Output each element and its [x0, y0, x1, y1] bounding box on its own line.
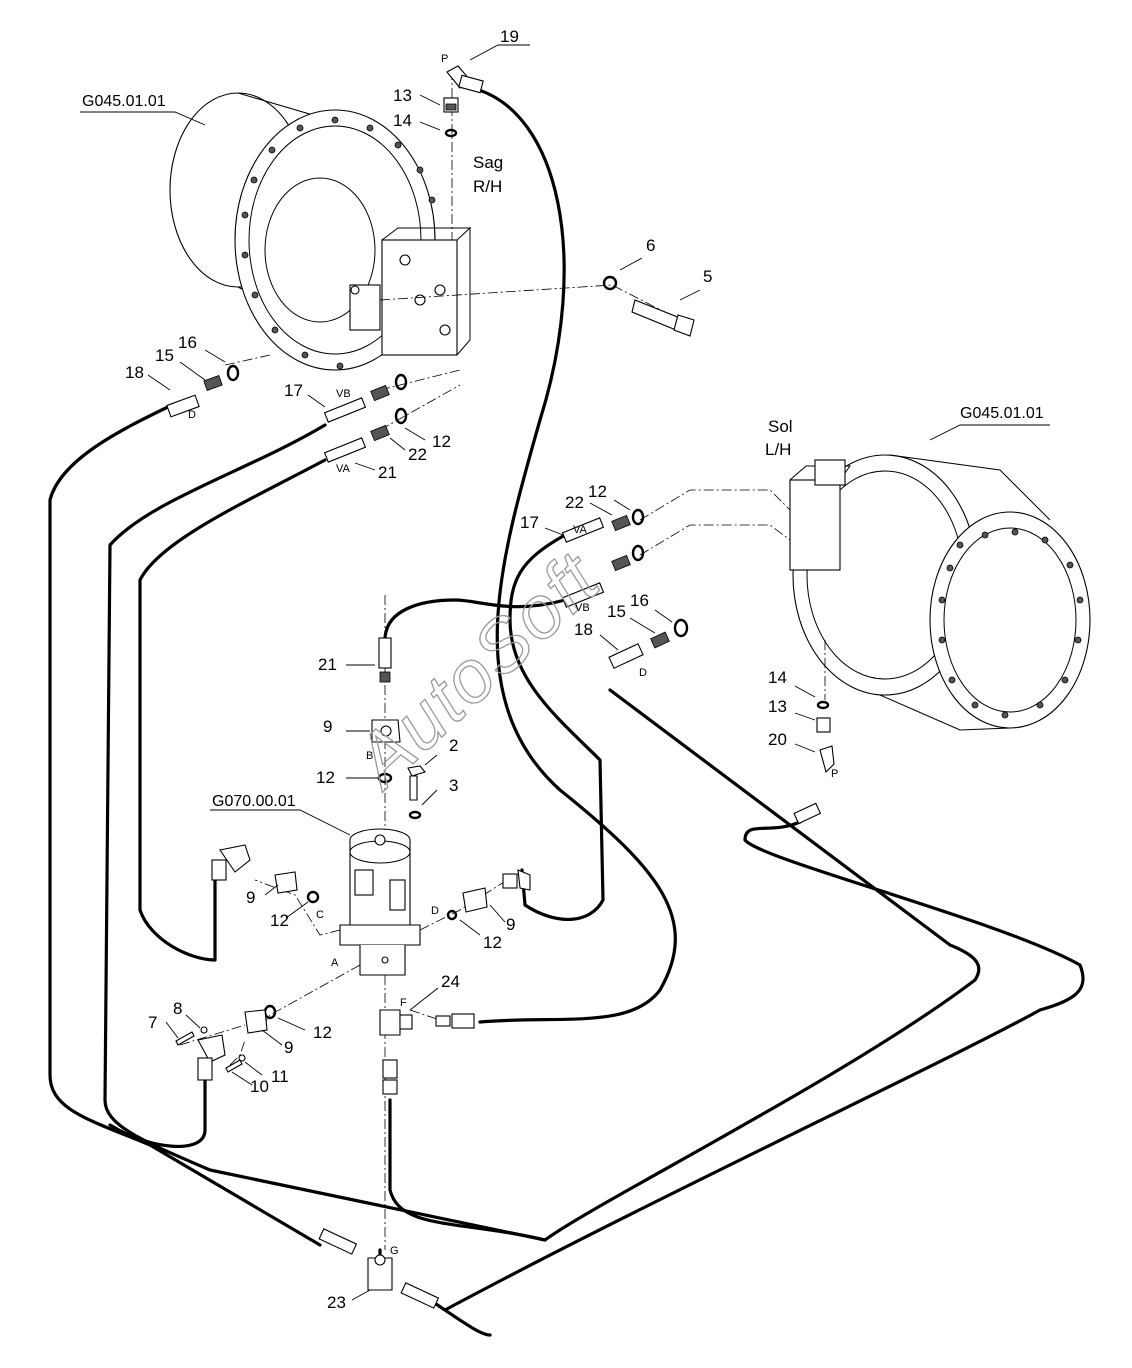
hose-18-right: [48, 403, 322, 1247]
port-d-right-motor: D: [188, 409, 196, 421]
hose-20: [443, 820, 1085, 1312]
part-number[interactable]: 3: [449, 776, 458, 795]
part-number[interactable]: 18: [574, 620, 593, 639]
part-number[interactable]: 15: [155, 346, 174, 365]
port-va-left: VA: [573, 524, 588, 536]
part-number[interactable]: 19: [500, 27, 519, 46]
part-number[interactable]: 12: [483, 933, 502, 952]
port-p-left: P: [831, 768, 838, 780]
hose-g-f: [388, 1098, 547, 1242]
part-number[interactable]: 8: [173, 999, 182, 1018]
right-motor-bolt-circle: [241, 116, 436, 370]
part-number[interactable]: 21: [378, 463, 397, 482]
part-number[interactable]: 11: [271, 1067, 289, 1086]
part-number[interactable]: 17: [520, 513, 539, 532]
part-number[interactable]: 23: [327, 1293, 346, 1312]
port-b-swivel: B: [366, 750, 373, 762]
side-label-rh: R/H: [473, 177, 502, 196]
part-number[interactable]: 12: [588, 482, 607, 501]
ref-swivel-joint[interactable]: G070.00.01: [212, 793, 296, 810]
side-label-sag: Sag: [473, 153, 503, 172]
hose-vb-left: [383, 598, 567, 642]
port-vb-right: VB: [336, 388, 351, 400]
part-number[interactable]: 17: [284, 381, 303, 400]
port-f-fitting: F: [400, 997, 407, 1009]
part-number[interactable]: 9: [323, 717, 332, 736]
part-number[interactable]: 12: [316, 768, 335, 787]
swivel-joint: [339, 828, 421, 976]
part-number[interactable]: 13: [768, 697, 787, 716]
part-number[interactable]: 13: [393, 86, 412, 105]
hose-19: [470, 86, 677, 1024]
hose-21-right: [138, 458, 327, 962]
part-numbers: 19 13 14 6 5 16 15 18 17 12 22 21 12 22 …: [125, 27, 787, 1312]
port-c-swivel: C: [316, 909, 324, 921]
part-number[interactable]: 16: [630, 591, 649, 610]
part-number[interactable]: 7: [148, 1013, 157, 1032]
part-number[interactable]: 14: [768, 668, 787, 687]
port-d-left-motor: D: [639, 667, 647, 679]
hose-va-left: [508, 533, 605, 921]
ref-right-motor[interactable]: G045.01.01: [82, 93, 166, 110]
left-travel-motor: [639, 454, 1091, 731]
port-vb-left: VB: [575, 602, 590, 614]
part-number[interactable]: 18: [125, 363, 144, 382]
fittings: [166, 65, 835, 1309]
hydraulic-hoses: [48, 86, 1085, 1337]
right-travel-motor: [169, 92, 691, 371]
part-number[interactable]: 9: [506, 915, 515, 934]
part-number[interactable]: 12: [313, 1023, 332, 1042]
part-number[interactable]: 10: [250, 1077, 269, 1096]
hose-tee-right: [428, 1298, 492, 1337]
port-d-swivel: D: [431, 905, 439, 917]
port-a-swivel: A: [331, 957, 339, 969]
part-number[interactable]: 12: [270, 911, 289, 930]
part-number[interactable]: 5: [703, 267, 712, 286]
part-number[interactable]: 9: [246, 888, 255, 907]
port-g-tee: G: [390, 1245, 399, 1257]
part-number[interactable]: 12: [432, 432, 451, 451]
port-va-right: VA: [336, 463, 351, 475]
part-number[interactable]: 16: [178, 333, 197, 352]
part-number[interactable]: 6: [646, 236, 655, 255]
part-number[interactable]: 20: [768, 730, 787, 749]
leader-lines: [80, 44, 1050, 1301]
side-label-sol: Sol: [768, 417, 793, 436]
part-number[interactable]: 15: [607, 602, 626, 621]
port-p-top: P: [441, 53, 448, 65]
ref-left-motor[interactable]: G045.01.01: [960, 405, 1044, 422]
part-number[interactable]: 21: [318, 655, 337, 674]
watermark: AutoSoft: [336, 536, 616, 805]
part-number[interactable]: 2: [449, 736, 458, 755]
part-number[interactable]: 9: [284, 1038, 293, 1057]
side-label-lh: L/H: [765, 440, 791, 459]
part-number[interactable]: 24: [441, 972, 460, 991]
part-number[interactable]: 22: [408, 445, 427, 464]
left-motor-bolt-circle: [938, 528, 1084, 719]
part-number[interactable]: 22: [565, 493, 584, 512]
part-number[interactable]: 14: [393, 111, 412, 130]
hose-a: [108, 1073, 207, 1148]
